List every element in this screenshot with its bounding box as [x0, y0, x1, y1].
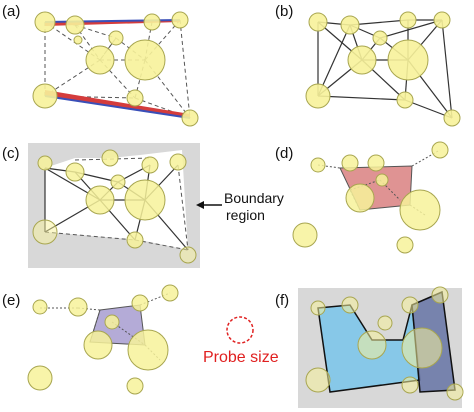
panel-b-label: (b) [275, 3, 293, 20]
sliver-bottom-red [45, 90, 190, 118]
panel-e: (e) [2, 284, 179, 395]
panel-b-particles [305, 11, 461, 127]
probe-size-label: Probe size [203, 349, 279, 366]
panel-d: (d) [275, 141, 449, 254]
sliver-bottom-blue-edge [44, 95, 191, 119]
panel-c-particles [32, 149, 197, 264]
probe-size-legend: Probe size [203, 316, 279, 366]
panel-f: (f) [275, 286, 464, 408]
panel-f-label: (f) [275, 292, 289, 309]
panel-d-label: (d) [275, 145, 293, 162]
panel-b: (b) [275, 3, 461, 127]
panel-c-label: (c) [2, 145, 20, 162]
panel-e-particles [27, 284, 179, 395]
panel-a-label: (a) [2, 3, 20, 20]
panel-f-particles [305, 286, 464, 401]
panel-a-particles [32, 11, 199, 127]
boundary-annotation-line2: region [226, 207, 265, 223]
boundary-annotation-line1: Boundary [224, 190, 284, 206]
panel-c: (c) [2, 143, 284, 268]
panel-e-label: (e) [2, 292, 20, 309]
panel-d-particles [292, 141, 449, 254]
boundary-arrow-head [196, 201, 204, 209]
panel-a: (a) [2, 3, 199, 127]
probe-circle-icon [226, 316, 254, 344]
